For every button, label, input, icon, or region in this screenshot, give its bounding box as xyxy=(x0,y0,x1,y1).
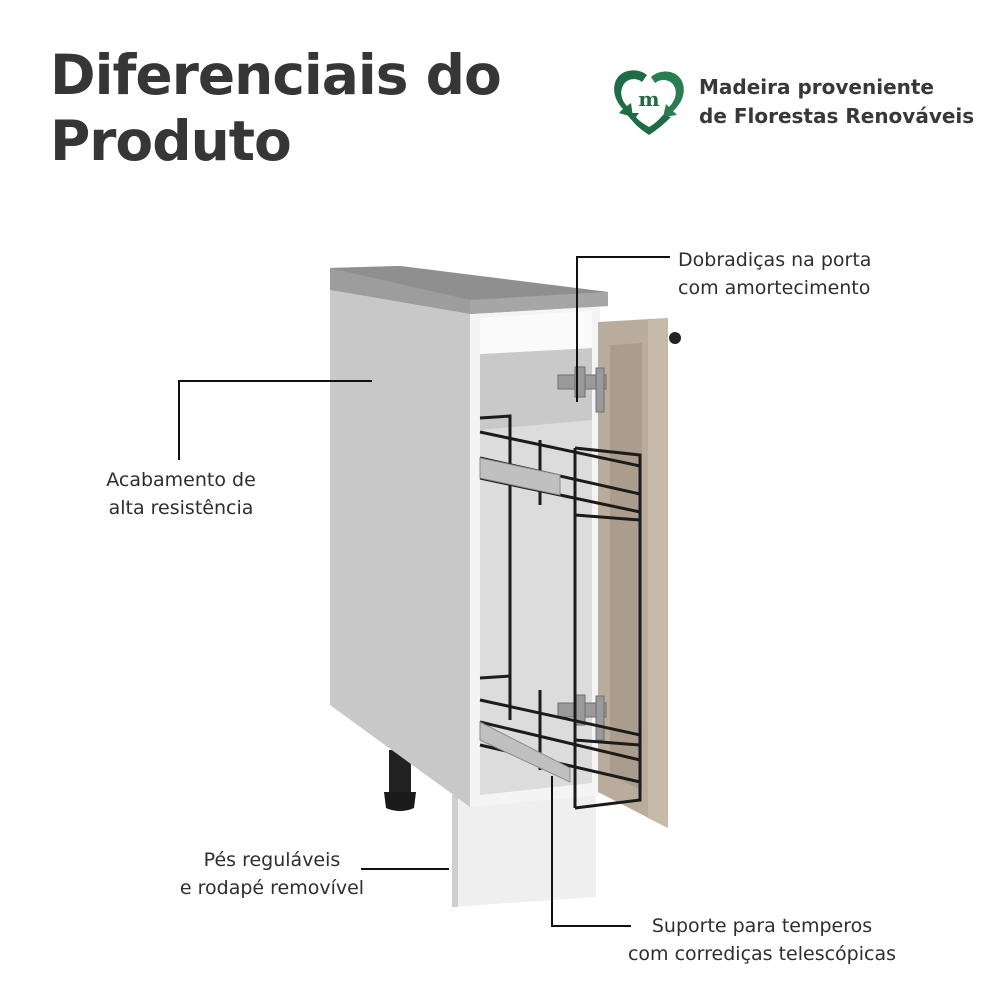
callout-line-hinges-v xyxy=(576,256,578,402)
callout-line-hinges-h xyxy=(576,256,670,258)
callout-finish: Acabamento de alta resistência xyxy=(96,466,266,522)
callout-feet: Pés reguláveis e rodapé removível xyxy=(172,846,372,902)
door-bumper xyxy=(669,332,681,344)
renewable-wood-badge: m Madeira proveniente de Florestas Renov… xyxy=(609,67,974,137)
badge-text: Madeira proveniente de Florestas Renováv… xyxy=(699,73,974,131)
svg-text:m: m xyxy=(638,87,659,111)
callout-finish-line-1: Acabamento de xyxy=(106,469,256,491)
title-line-2: Produto xyxy=(50,109,292,173)
callout-hinges-line-1: Dobradiças na porta xyxy=(678,249,872,271)
spice-rack-wire-basket xyxy=(479,414,642,810)
callout-rack-line-2: com corrediças telescópicas xyxy=(627,943,897,965)
cabinet-side-panel xyxy=(330,290,470,807)
adjustable-leg-icon xyxy=(384,750,416,811)
callout-line-rack-h xyxy=(551,925,631,927)
callout-line-finish-h xyxy=(178,380,372,382)
callout-hinges-line-2: com amortecimento xyxy=(678,277,871,299)
cabinet-interior xyxy=(480,348,592,795)
soft-close-hinge-icon xyxy=(557,694,607,741)
title-line-1: Diferenciais do xyxy=(50,43,502,107)
telescopic-slide xyxy=(479,721,571,783)
callout-hinges: Dobradiças na porta com amortecimento xyxy=(678,246,871,302)
telescopic-slide xyxy=(479,457,561,496)
recycle-heart-m-icon: m xyxy=(614,70,684,135)
callout-line-rack-v xyxy=(551,776,553,927)
callout-finish-line-2: alta resistência xyxy=(108,497,254,519)
callout-rack-line-1: Suporte para temperos xyxy=(651,915,873,937)
callout-rack: Suporte para temperos com corrediças tel… xyxy=(612,912,912,968)
callout-feet-line-2: e rodapé removível xyxy=(179,877,365,899)
badge-line-2: de Florestas Renováveis xyxy=(699,104,975,128)
removable-plinth xyxy=(452,787,596,907)
callout-feet-line-1: Pés reguláveis xyxy=(203,849,341,871)
callout-line-feet-h xyxy=(361,868,449,870)
soft-close-hinge-icon xyxy=(557,366,607,413)
callout-line-finish-v xyxy=(178,380,180,460)
page-title: Diferenciais do Produto xyxy=(50,42,502,174)
badge-line-1: Madeira proveniente xyxy=(699,75,934,99)
